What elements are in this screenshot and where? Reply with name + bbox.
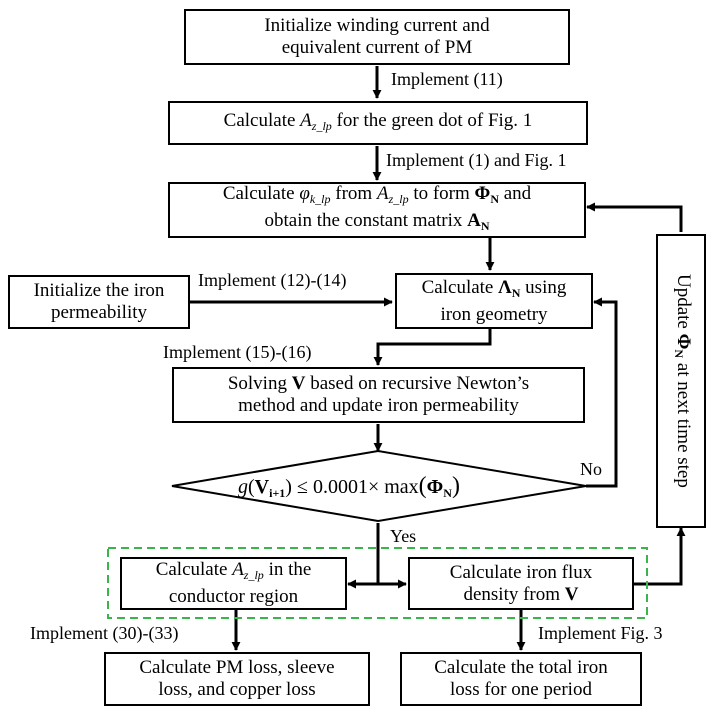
label-impl-11: Implement (11) [391, 69, 503, 89]
label-impl-fig3: Implement Fig. 3 [538, 623, 663, 643]
calc-iron-flux-line1: Calculate iron flux [449, 561, 593, 583]
calc-phi-line1: Calculate φk_lp from Az_lp to form ΦN an… [222, 183, 532, 206]
calc-lambda-line1: Calculate ΛN using [421, 276, 567, 300]
calc-pm-loss-line1: Calculate PM loss, sleeve [139, 657, 335, 678]
calc-phi-box: Calculate φk_lp from Az_lp to form ΦN an… [168, 182, 586, 238]
label-no: No [580, 459, 602, 479]
update-phi-box: Update ΦN at next time step [656, 234, 706, 528]
init-winding-line2: equivalent current of PM [281, 37, 473, 58]
init-iron-line1: Initialize the iron [33, 280, 165, 301]
calc-iron-flux-box: Calculate iron flux density from V [408, 557, 634, 610]
label-impl-15-16: Implement (15)-(16) [163, 342, 312, 362]
arrow-calc-lambda-to-solving [373, 329, 492, 366]
init-winding-box: Initialize winding current and equivalen… [184, 9, 570, 65]
arrow-update-to-calc-phi [586, 202, 683, 232]
arrow-iron-flux-to-update [634, 527, 686, 586]
calc-pm-loss-box: Calculate PM loss, sleeve loss, and copp… [104, 652, 370, 706]
calc-iron-flux-line2: density from V [463, 583, 579, 605]
calc-lambda-line2: iron geometry [440, 303, 548, 325]
calc-azlp-cond-line2: conductor region [168, 586, 299, 607]
calc-azlp-box: Calculate Az_lp for the green dot of Fig… [168, 101, 588, 145]
calc-azlp-text: Calculate Az_lp for the green dot of Fig… [223, 109, 533, 133]
label-impl-30-33: Implement (30)-(33) [30, 623, 179, 643]
update-phi-text: Update ΦN at next time step [672, 274, 694, 488]
solving-line2: method and update iron permeability [238, 395, 519, 416]
calc-azlp-cond-line1: Calculate Az_lp in the [155, 559, 312, 582]
solving-line1: Solving V based on recursive Newton’s [227, 373, 530, 394]
init-winding-line1: Initialize winding current and [264, 15, 490, 36]
dashed-group-outline [107, 547, 648, 619]
calc-azlp-cond-box: Calculate Az_lp in the conductor region [120, 557, 347, 610]
calc-phi-line2: obtain the constant matrix AN [264, 210, 490, 233]
label-impl-12-14: Implement (12)-(14) [198, 270, 347, 290]
calc-lambda-box: Calculate ΛN using iron geometry [395, 273, 593, 329]
calc-total-iron-box: Calculate the total iron loss for one pe… [400, 652, 642, 706]
init-iron-line2: permeability [50, 302, 148, 323]
arrow-condition-no-loop [586, 297, 618, 488]
decision-diamond [171, 449, 587, 523]
calc-total-iron-line1: Calculate the total iron [434, 657, 608, 678]
solving-box: Solving V based on recursive Newton’s me… [172, 367, 585, 423]
calc-pm-loss-line2: loss, and copper loss [158, 679, 316, 700]
condition-text: g(Vi+1) ≤ 0.0001× max(ΦN) [238, 473, 460, 500]
label-yes: Yes [390, 526, 417, 546]
label-impl-1-fig1: Implement (1) and Fig. 1 [386, 150, 567, 170]
calc-total-iron-line2: loss for one period [450, 679, 592, 700]
init-iron-box: Initialize the iron permeability [8, 275, 190, 329]
